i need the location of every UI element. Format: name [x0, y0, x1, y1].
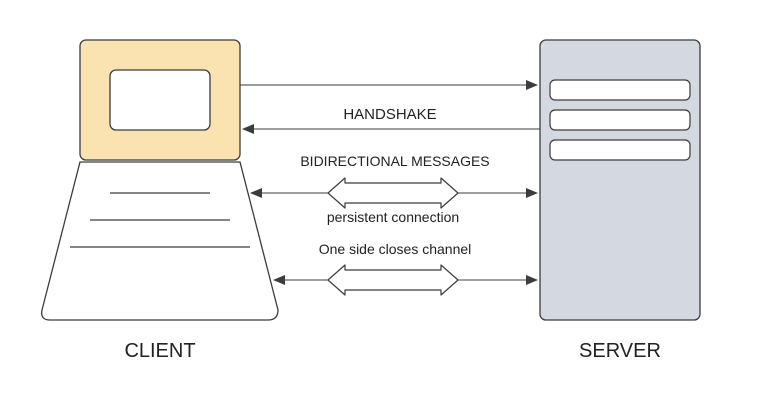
client-laptop-icon	[41, 39, 279, 321]
bidirectional-double-arrow-icon	[327, 177, 459, 209]
bidirectional-label: BIDIRECTIONAL MESSAGES	[300, 153, 489, 169]
server-rack-icon	[539, 39, 701, 321]
server-label: SERVER	[579, 340, 661, 362]
close-double-arrow-icon	[327, 264, 459, 296]
client-keyboard-base	[41, 161, 279, 321]
client-screen-display	[109, 69, 211, 131]
client-label: CLIENT	[124, 340, 195, 362]
server-slot	[549, 109, 691, 131]
close-channel-label: One side closes channel	[319, 241, 472, 257]
server-slot	[549, 139, 691, 161]
persistent-connection-label: persistent connection	[327, 209, 459, 225]
server-slot	[549, 79, 691, 101]
handshake-label: HANDSHAKE	[343, 106, 436, 123]
